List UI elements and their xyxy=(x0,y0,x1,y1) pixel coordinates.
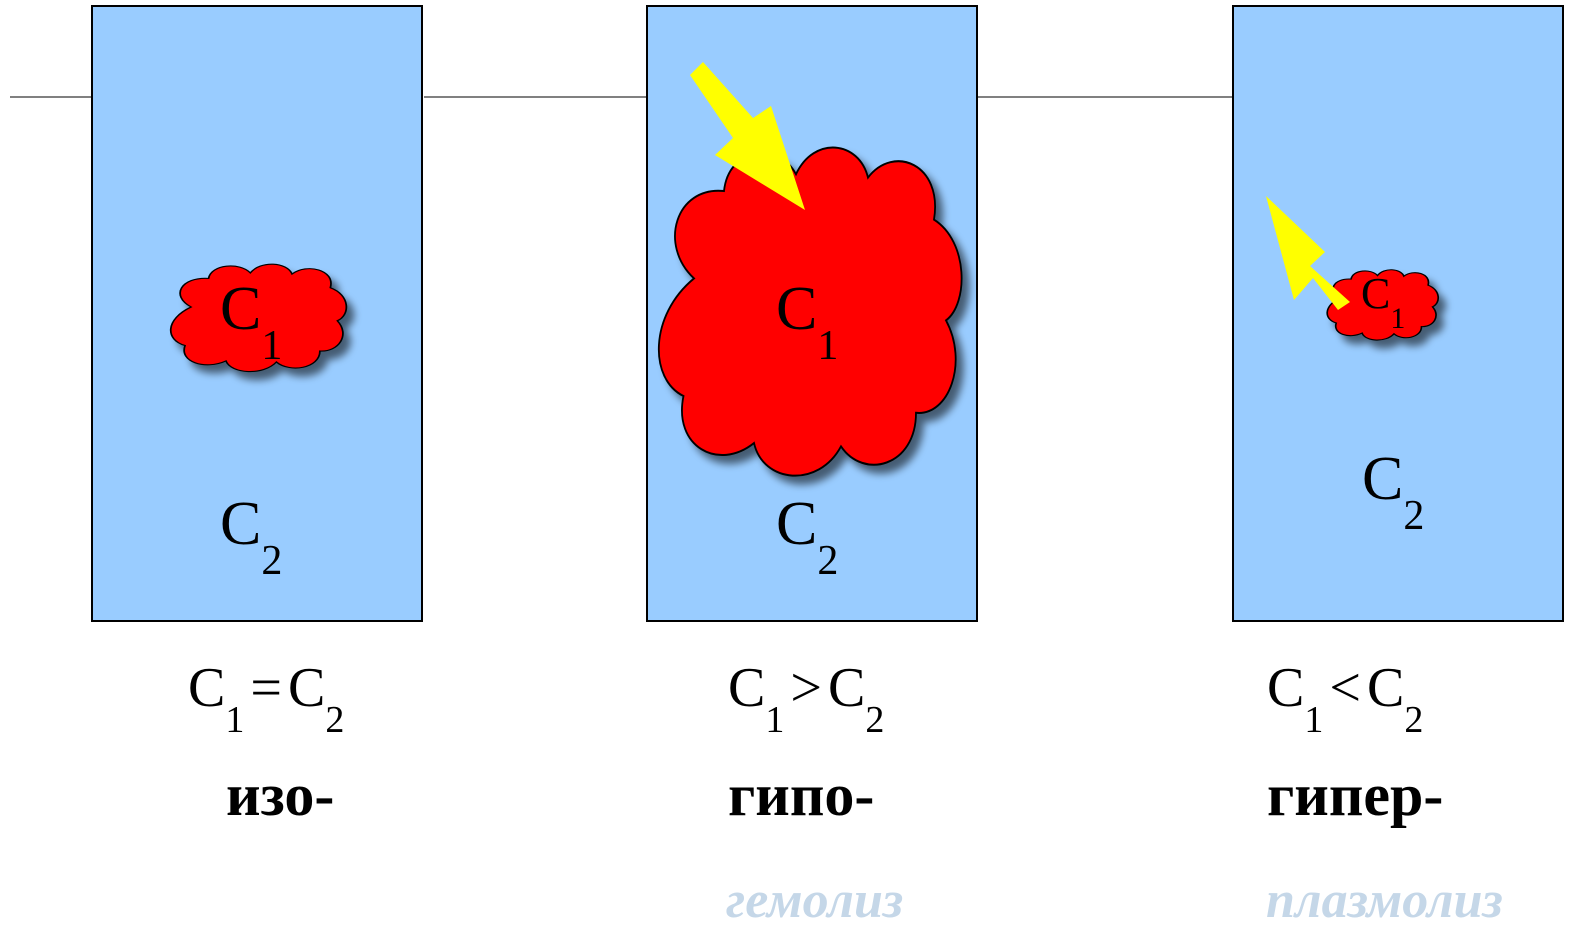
water-outflow-arrow-icon xyxy=(1266,196,1350,310)
hypertonic-relation: C1<C2 xyxy=(1267,657,1424,741)
hypotonic-cell-label: C1 xyxy=(776,275,839,369)
divider-line-mid-2 xyxy=(978,96,1234,98)
isotonic-medium-label: C2 xyxy=(220,490,283,584)
isotonic-label: изо- xyxy=(226,762,335,828)
isotonic-cell-label: C1 xyxy=(220,275,283,369)
hypotonic-relation: C1>C2 xyxy=(728,657,885,741)
divider-line-left xyxy=(10,96,92,98)
hypotonic-medium-label: C2 xyxy=(776,490,839,584)
hypertonic-cell-label: C1 xyxy=(1361,269,1406,335)
divider-line-mid-1 xyxy=(424,96,648,98)
isotonic-relation: C1=C2 xyxy=(188,657,345,741)
hypotonic-label: гипо- xyxy=(728,762,875,828)
water-inflow-arrow-icon xyxy=(690,62,805,210)
hemolysis-label: гемолиз xyxy=(726,872,904,929)
hypertonic-medium-label: C2 xyxy=(1362,445,1425,539)
plasmolysis-label: плазмолиз xyxy=(1266,872,1503,929)
hypertonic-label: гипер- xyxy=(1267,762,1444,828)
